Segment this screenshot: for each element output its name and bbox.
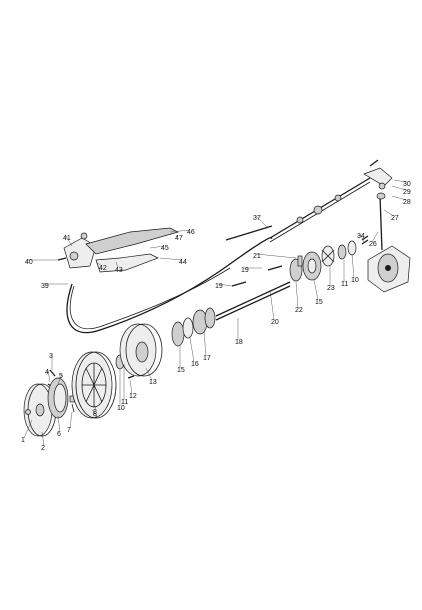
part-number-label: 13 [149,379,157,386]
part-number-label: 47 [175,235,183,242]
leader-line [295,281,299,309]
brake-lever [57,227,179,273]
part-number-label: 45 [161,245,169,252]
bearing-stack [171,307,216,347]
leader-line [203,331,207,357]
part-number-label: 26 [369,241,377,248]
leader-line [41,431,45,447]
leader-line [359,233,365,243]
leader-line [169,229,191,233]
part-number-label: 11 [341,281,348,288]
part-number-label: 5 [59,373,63,380]
part-number-label: 37 [253,215,261,222]
long-cable [66,225,273,334]
part-number-label: 3 [49,353,53,360]
part-number-label: 20 [271,319,279,326]
part-number-label: 9 [93,413,97,420]
part-number-label: 17 [203,355,211,362]
part-number-label: 43 [115,267,123,274]
large-disc [119,323,163,377]
leader-line [255,253,297,259]
part-number-label: 28 [403,199,411,206]
part-number-label: 2 [41,445,45,452]
leader-line [129,379,133,395]
leader-line [255,215,269,229]
part-number-label: 15 [315,299,323,306]
fitting-22 [289,255,303,282]
leader-line [383,209,395,217]
screw-19b [267,265,283,271]
crown-23 [321,245,335,267]
leader-line [69,411,73,429]
screw-19a [231,281,247,287]
pin [127,375,135,379]
leader-line [47,369,51,383]
shaft [215,281,291,321]
part-number-label: 12 [129,393,137,400]
part-number-label: 40 [25,259,33,266]
part-number-label: 15 [177,367,185,374]
leader-line [391,195,407,201]
part-number-label: 46 [187,229,195,236]
part-number-label: 7 [67,427,71,434]
part-number-label: 18 [235,339,243,346]
leader-line [65,235,73,247]
leader-line [91,409,97,415]
part-number-label: 42 [99,265,107,272]
part-number-label: 10 [117,405,125,412]
upper-cable [269,177,371,243]
leader-line [351,253,355,279]
leader-line [115,261,119,269]
leader-line [57,415,61,433]
part-number-label: 16 [191,361,199,368]
leader-line [57,373,63,385]
part-number-label: 29 [403,189,411,196]
part-number-label: 8 [93,409,97,416]
leader-line [189,337,195,363]
leader-line [217,283,233,287]
gear-15 [302,251,322,281]
rod-27 [376,192,386,251]
leader-line [145,367,153,381]
washer-11 [337,244,347,260]
top-lever [363,159,393,190]
part-number-label: 4 [45,369,49,376]
part-number-label: 30 [403,181,411,188]
leader-line [149,245,165,249]
part-number-label: 23 [327,285,335,292]
part-number-label: 10 [351,277,359,284]
leader-line [269,289,275,321]
leader-line [95,261,103,267]
housing [367,245,411,293]
ring-part [47,377,69,419]
part-number-label: 44 [179,259,187,266]
leader-line [371,231,379,243]
part-number-label: 19 [215,283,223,290]
leader-line [313,279,319,301]
part-number-label: 21 [253,253,261,260]
part-number-label: 11 [121,399,128,406]
part-number-label: 39 [41,283,49,290]
spoked-wheel [71,351,117,419]
part-number-label: 19 [241,267,249,274]
part-number-label: 34 [357,233,365,240]
leader-line [391,185,407,191]
spring-34 [361,235,369,245]
part-number-label: 22 [295,307,303,314]
leader-line [393,179,407,183]
part-number-label: 41 [63,235,71,242]
part-number-label: 1 [21,437,25,444]
part-number-label: 27 [391,215,399,222]
part-labels: 1234567891011121315161718191920212215231… [21,179,411,452]
leader-line [23,419,33,439]
leader-line [93,403,97,411]
leader-line [159,257,183,261]
part-number-label: 6 [57,431,61,438]
washer-10 [347,240,357,256]
